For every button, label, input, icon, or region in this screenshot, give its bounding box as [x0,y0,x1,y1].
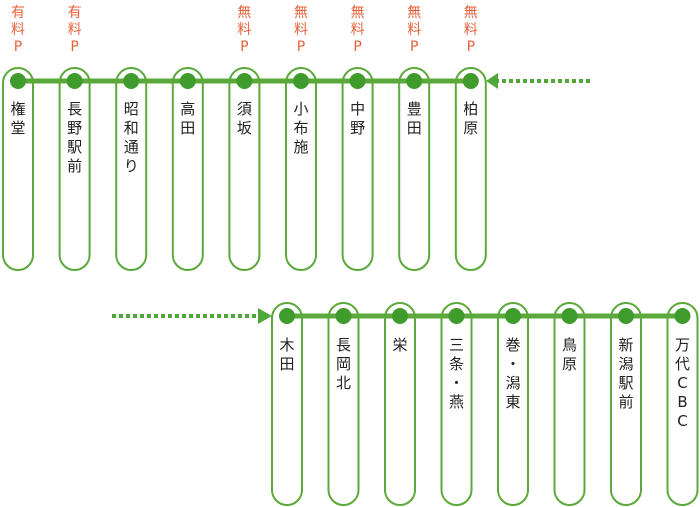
station-dot [448,308,465,324]
station-dot [335,308,352,324]
station-dot [66,73,83,89]
station-pill [271,302,303,506]
station-name: 昭和通り [124,100,139,175]
station-name: 新潟駅前 [618,336,633,411]
station-name: 長野駅前 [67,100,82,175]
station-pill [285,67,317,271]
direction-arrow-head [486,73,498,89]
station-pill [171,67,204,271]
station-dot [406,73,423,89]
station-pill [115,67,148,271]
station-name: 小布施 [293,100,308,156]
station-name: 栄 [392,336,407,354]
station-dot [561,308,578,324]
station-name: 鳥原 [562,336,577,373]
station-name: 須坂 [237,100,252,137]
station-dot [179,73,196,89]
station-dot [674,308,691,324]
station-dot [123,73,140,89]
station-pill [58,67,91,271]
station-pill [454,67,487,271]
station-pill [610,302,642,506]
station-dot [505,308,521,324]
station-pill [341,67,374,271]
station-pill [228,67,261,271]
station-dot [462,73,479,89]
station-name: 豊田 [407,100,422,137]
station-pill [497,302,529,506]
station-dot [392,308,408,324]
station-dot [279,308,295,324]
station-name: 中野 [350,100,365,137]
station-dot [10,73,26,89]
station-pill [666,302,699,506]
station-pill [440,302,473,506]
station-pill [398,67,431,271]
station-name: 木田 [279,336,294,373]
station-name: 三条・燕 [449,336,464,411]
station-name: 高田 [180,100,195,137]
station-dot [618,308,634,324]
station-name: 長岡北 [336,336,351,392]
station-pill [2,67,34,271]
station-name: 柏原 [463,100,478,137]
direction-arrow-head [258,308,272,324]
station-dot [293,73,309,89]
station-dot [236,73,253,89]
station-name: 権堂 [10,100,25,137]
station-pill [553,302,586,506]
station-pill [327,302,360,506]
station-name: 巻・潟東 [505,336,520,411]
station-pill [384,302,416,506]
station-dot [349,73,366,89]
